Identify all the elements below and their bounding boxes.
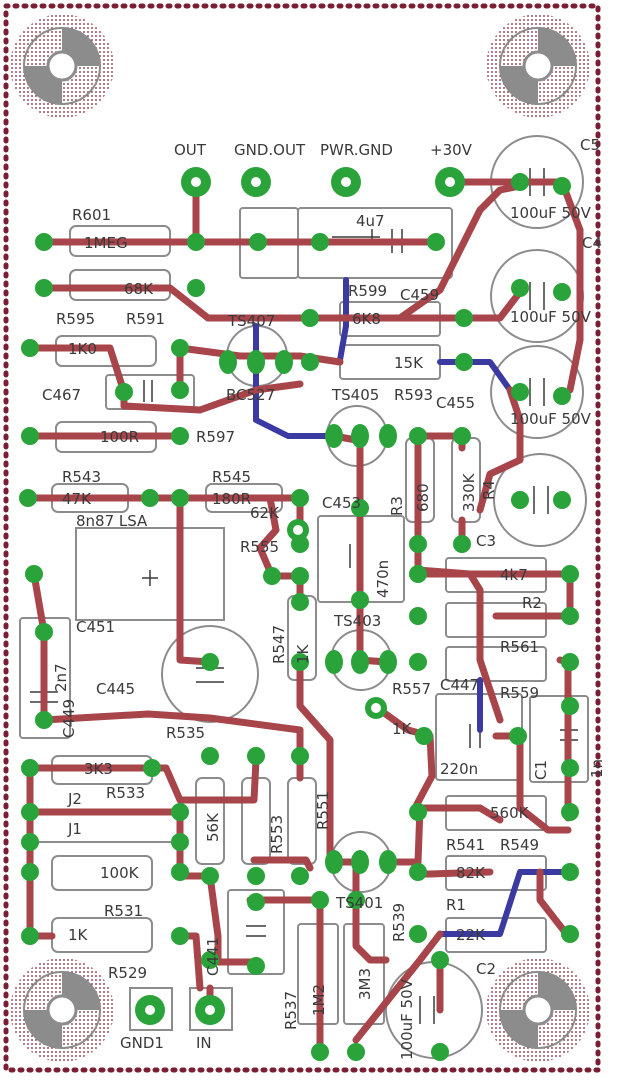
pad-holes — [145, 177, 455, 1015]
label-220n: 220n — [440, 760, 478, 778]
label-c2-value: 100uF 50V — [398, 978, 416, 1060]
label-ts401: TS401 — [335, 894, 383, 912]
label-56k: 56K — [204, 812, 222, 842]
label-100k: 100K — [100, 864, 140, 882]
label-8n87-lsa: 8n87 LSA — [76, 512, 148, 530]
label-r535: R535 — [166, 724, 205, 742]
label-560k: 560K — [490, 804, 530, 822]
label-r601-value: 1MEG — [84, 234, 128, 252]
label-22k: 22K — [456, 926, 486, 944]
label-c5: C5 — [580, 136, 600, 154]
label-r561: R561 — [500, 638, 539, 656]
label-r553: R553 — [268, 815, 286, 854]
label-c-4u7: 4u7 — [356, 212, 385, 230]
label-c467: C467 — [42, 386, 81, 404]
label-r533: R533 — [106, 784, 145, 802]
transistor-pads — [219, 350, 397, 874]
label-r597: R597 — [196, 428, 235, 446]
label-1n: 1n — [588, 759, 606, 778]
label-47k: 47K — [62, 490, 92, 508]
label-r599: R599 — [348, 282, 387, 300]
label-r537: R537 — [282, 991, 300, 1030]
label-c4-value: 100uF 50V — [510, 308, 592, 326]
label-1k-r557: 1K — [392, 720, 413, 738]
label-r2: R2 — [522, 594, 542, 612]
label-c449: C449 — [60, 699, 78, 738]
label-c1: C1 — [532, 760, 550, 780]
label-r3: R3 — [388, 496, 406, 516]
label-3k3: 3K3 — [84, 760, 113, 778]
label-r595: R595 — [56, 310, 95, 328]
label-1k0: 1K0 — [68, 340, 97, 358]
label-c3-value: 100uF 50V — [510, 410, 592, 428]
label-pwr-gnd: PWR.GND — [320, 141, 393, 159]
label-ts407: TS407 — [227, 312, 275, 330]
silk-labels: OUT GND.OUT PWR.GND +30V C5 C4 R601 1MEG… — [42, 136, 606, 1060]
round-pads — [19, 173, 579, 1061]
label-1k-r531: 1K — [68, 926, 89, 944]
label-r557: R557 — [392, 680, 431, 698]
label-r4: R4 — [480, 480, 498, 500]
label-100r: 100R — [100, 428, 139, 446]
label-c3: C3 — [476, 532, 496, 550]
label-c5-value: 100uF 50V — [510, 204, 592, 222]
label-c4: C4 — [582, 234, 602, 252]
label-r545: R545 — [212, 468, 251, 486]
label-r555: R555 — [240, 538, 279, 556]
label-4k7: 4k7 — [500, 566, 528, 584]
label-470n: 470n — [374, 560, 392, 598]
label-bc527: BC527 — [226, 386, 275, 404]
label-2n7: 2n7 — [52, 663, 70, 692]
label-ts403: TS403 — [333, 612, 381, 630]
label-j1: J1 — [67, 820, 82, 838]
label-ts405: TS405 — [331, 386, 379, 404]
mounting-holes — [10, 14, 590, 1062]
board-outline — [3, 3, 601, 1073]
label-r547: R547 — [270, 625, 288, 664]
label-180r: 180R — [212, 490, 251, 508]
label-c445: C445 — [96, 680, 135, 698]
label-r539: R539 — [390, 903, 408, 942]
label-r529: R529 — [108, 964, 147, 982]
label-gnd1: GND1 — [120, 1034, 164, 1052]
label-r531: R531 — [104, 902, 143, 920]
label-30v: +30V — [430, 141, 473, 159]
label-out: OUT — [174, 141, 207, 159]
label-680: 680 — [414, 483, 432, 512]
label-6k8: 6K8 — [352, 310, 381, 328]
label-c455: C455 — [436, 394, 475, 412]
label-c451: C451 — [76, 618, 115, 636]
label-r1: R1 — [446, 896, 466, 914]
label-82k: 82K — [456, 864, 486, 882]
label-r601: R601 — [72, 206, 111, 224]
label-in: IN — [196, 1034, 212, 1052]
label-c453: C453 — [322, 494, 361, 512]
label-15k: 15K — [394, 354, 424, 372]
label-r543: R543 — [62, 468, 101, 486]
label-3m3: 3M3 — [356, 968, 374, 1000]
label-c441: C441 — [204, 937, 222, 976]
label-r591: R591 — [126, 310, 165, 328]
label-j2: J2 — [67, 790, 82, 808]
label-c447: C447 — [440, 676, 479, 694]
label-r551: R551 — [314, 791, 332, 830]
label-c459: C459 — [400, 286, 439, 304]
label-c2: C2 — [476, 960, 496, 978]
label-r541: R541 — [446, 836, 485, 854]
label-1k-r547: 1K — [294, 643, 312, 664]
label-1m2: 1M2 — [310, 984, 328, 1016]
label-68k: 68K — [124, 280, 154, 298]
label-62k: 62K — [250, 504, 280, 522]
label-r559: R559 — [500, 684, 539, 702]
pads — [19, 167, 579, 1061]
label-r549: R549 — [500, 836, 539, 854]
label-330k: 330K — [460, 472, 478, 512]
label-r593: R593 — [394, 386, 433, 404]
label-gnd-out: GND.OUT — [234, 141, 306, 159]
